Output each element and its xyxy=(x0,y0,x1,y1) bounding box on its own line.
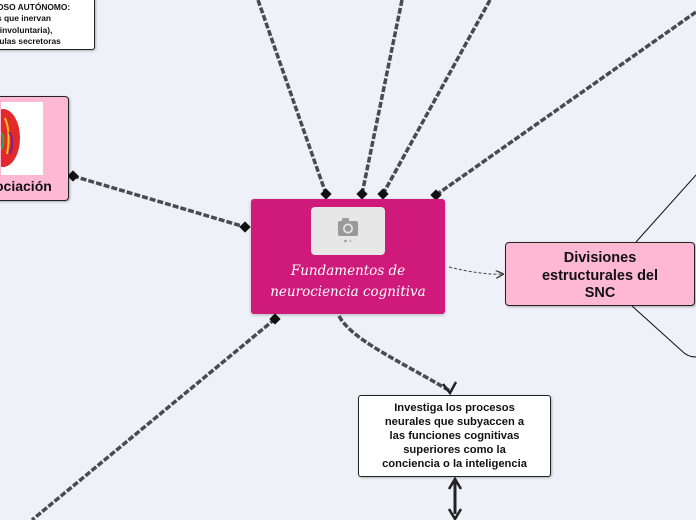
divisiones-line: SNC xyxy=(584,285,616,301)
diamond-marker xyxy=(356,188,368,200)
investiga-line: neurales que subyaccen a xyxy=(384,416,525,428)
investiga-line: conciencia o la inteligencia xyxy=(382,458,527,470)
asociacion-image xyxy=(0,102,43,175)
diamond-marker xyxy=(377,188,389,200)
asociacion-label: ociación xyxy=(0,178,52,194)
autonomo-line: s que inervan xyxy=(0,13,51,24)
connector-top-2 xyxy=(360,0,404,195)
asociacion-topic[interactable]: ociación xyxy=(0,96,69,201)
divisiones-topic[interactable]: Divisiones estructurales del SNC xyxy=(505,242,695,306)
diamond-marker xyxy=(67,170,79,182)
arrow-head-down xyxy=(447,508,463,520)
camera-icon xyxy=(338,218,358,243)
branch-line-up xyxy=(635,174,696,243)
connector-divisiones xyxy=(448,266,503,274)
divisiones-line: estructurales del xyxy=(541,267,659,284)
connector-top-4 xyxy=(434,10,696,197)
central-title: Fundamentos de neurociencia cognitiva xyxy=(255,261,441,303)
branch-line-down xyxy=(631,305,696,358)
investiga-topic[interactable]: Investiga los procesos neurales que suby… xyxy=(358,395,551,477)
investiga-line: superiores como la xyxy=(403,444,506,456)
arrow-head-up xyxy=(447,476,463,490)
connector-top-1 xyxy=(256,0,328,195)
connector-asociacion xyxy=(72,174,246,229)
brain-icon xyxy=(0,109,20,167)
investiga-line: Investiga los procesos xyxy=(394,402,515,414)
diamond-marker xyxy=(269,313,281,325)
autonomo-line: lulas secretoras xyxy=(0,35,61,46)
autonomo-line: (involuntaria), xyxy=(0,24,53,35)
arrow-head xyxy=(442,381,458,396)
connector-top-3 xyxy=(381,0,492,195)
autonomo-line: OSO AUTÓNOMO: xyxy=(0,2,71,12)
central-title-line: Fundamentos de xyxy=(290,263,406,279)
connector-bottom-left xyxy=(30,317,277,520)
investiga-line: las funciones cognitivas xyxy=(389,430,520,442)
divisiones-line: Divisiones xyxy=(563,250,637,266)
central-title-line: neurociencia cognitiva xyxy=(270,284,426,300)
diamond-marker xyxy=(320,188,332,200)
image-placeholder[interactable] xyxy=(311,207,385,255)
diamond-marker xyxy=(239,221,251,233)
connector-investiga xyxy=(337,315,451,393)
diamond-marker xyxy=(430,189,442,201)
autonomo-note[interactable]: OSO AUTÓNOMO: s que inervan (involuntari… xyxy=(0,0,95,50)
central-topic[interactable]: Fundamentos de neurociencia cognitiva xyxy=(251,199,445,314)
